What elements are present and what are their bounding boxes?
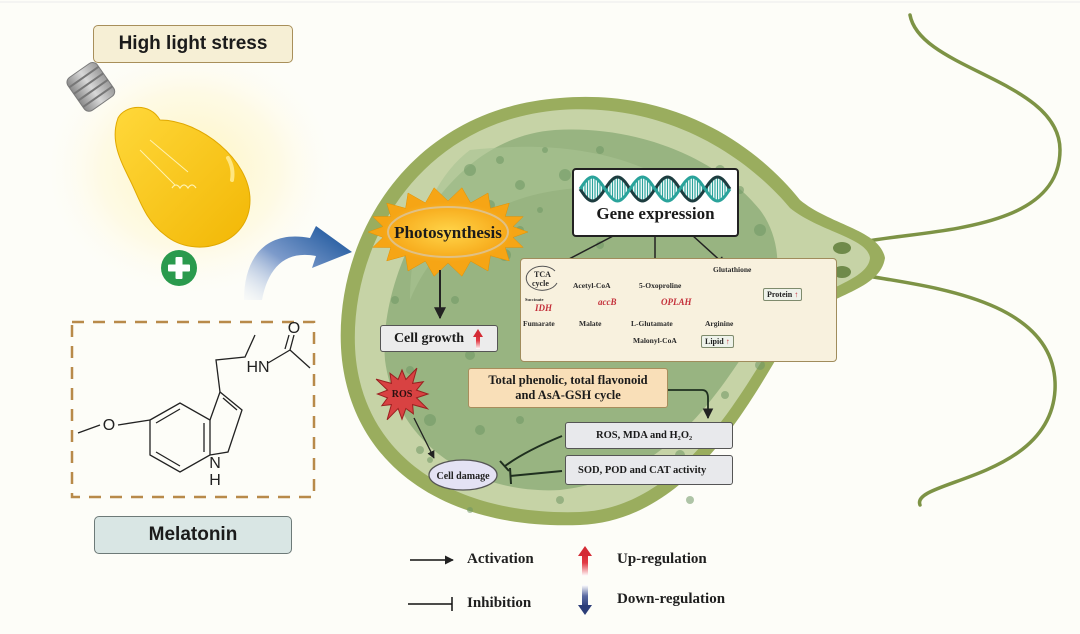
legend-down-regulation-label: Down-regulation — [617, 591, 726, 607]
arrow-ros-damage — [413, 417, 435, 459]
tca-label: TCA — [534, 270, 551, 279]
high-light-stress-label: High light stress — [93, 25, 293, 63]
granule — [516, 416, 524, 424]
acetyl-coa-label: Acetyl-CoA — [573, 281, 611, 290]
accb-gene-label: accB — [598, 297, 617, 307]
ros-mda-box: ROS, MDA and H₂O₂ — [565, 422, 733, 449]
cell-growth-label: Cell growth — [393, 330, 465, 346]
granule — [721, 391, 729, 399]
granule — [755, 360, 765, 370]
legend-activation-label: Activation — [467, 551, 534, 567]
cell-damage-label: Cell damage — [436, 471, 490, 482]
arginine-label: Arginine — [705, 319, 734, 328]
up-regulation-icon — [473, 328, 484, 349]
granule — [451, 296, 459, 304]
antioxidant-box: Total phenolic, total flavonoid and AsA-… — [468, 368, 668, 408]
inhibit-sod-damage — [509, 470, 563, 477]
ros-mda-label: ROS, MDA and H₂O₂ — [596, 430, 693, 441]
flagella — [846, 13, 1062, 507]
lipid-up-icon: ↑ — [725, 337, 730, 346]
succinate-label: Succinate — [525, 297, 544, 302]
oplah-gene-label: OPLAH — [661, 297, 692, 307]
atom-h-indole: H — [209, 472, 221, 489]
oxoproline-label: 5-Oxoproline — [639, 281, 682, 290]
treatment-arrow — [244, 226, 352, 300]
lipid-label: Lipid — [705, 337, 724, 346]
inhibit-bar — [499, 460, 510, 472]
dna-strand — [578, 175, 732, 203]
gene-expression-box: Gene expression — [572, 168, 739, 237]
ros-label: ROS — [392, 389, 413, 400]
granule — [596, 146, 604, 154]
granule — [427, 457, 433, 463]
protein-label: Protein — [767, 290, 793, 299]
photosynthesis-label: Photosynthesis — [394, 223, 502, 242]
granule — [475, 425, 485, 435]
protein-tag: Protein ↑ — [763, 288, 803, 301]
atom-n-indole: N — [209, 455, 221, 472]
granule — [556, 496, 564, 504]
antioxidant-line-1: Total phenolic, total flavonoid — [488, 373, 648, 387]
light-bulb-icon — [66, 62, 251, 248]
idh-gene-label: IDH — [535, 303, 553, 313]
granule — [424, 414, 436, 426]
granule — [515, 180, 525, 190]
sod-pod-label: SOD, POD and CAT activity — [578, 464, 707, 476]
ros-burst-icon — [375, 367, 430, 421]
photosynthesis-sun-icon — [367, 187, 529, 277]
atom-o-carbonyl: O — [288, 320, 300, 337]
melatonin-structure-frame — [70, 320, 316, 499]
cycle-label: cycle — [532, 279, 549, 288]
granule — [467, 507, 473, 513]
glutathione-label: Glutathione — [713, 265, 752, 274]
sod-pod-box: SOD, POD and CAT activity — [565, 455, 733, 485]
melatonin-label: Melatonin — [94, 516, 292, 554]
malate-label: Malate — [579, 319, 602, 328]
granule — [686, 496, 694, 504]
tca-cycle-icon — [525, 265, 558, 291]
granule — [754, 224, 766, 236]
granule — [542, 147, 548, 153]
metabolic-pathway-box: TCA cycle Succinate IDH Fumarate Acetyl-… — [520, 258, 837, 362]
gene-expression-label: Gene expression — [596, 204, 715, 223]
inhibit-ros-damage — [504, 435, 563, 467]
granule — [416, 446, 424, 454]
granule — [465, 350, 475, 360]
granule — [559, 169, 571, 181]
flagellum-base — [833, 242, 851, 254]
legend-down-arrow-icon — [578, 585, 592, 615]
atom-hn: HN — [246, 359, 269, 376]
granule — [391, 296, 399, 304]
fumarate-label: Fumarate — [523, 319, 555, 328]
granule — [537, 207, 543, 213]
cell-growth-box: Cell growth — [380, 325, 498, 352]
flagellum-base — [833, 266, 851, 278]
granule — [406, 366, 414, 374]
inhibit-bar — [509, 467, 512, 485]
legend-inhibition-label: Inhibition — [467, 595, 532, 611]
lipid-tag: Lipid ↑ — [701, 335, 734, 348]
atom-o-methoxy: O — [103, 417, 115, 434]
cell-damage-node — [428, 459, 498, 491]
granule — [496, 156, 504, 164]
malonyl-coa-label: Malonyl-CoA — [633, 336, 677, 345]
granule — [596, 241, 604, 249]
l-glutamate-label: L-Glutamate — [631, 319, 673, 328]
dna-helix-icon — [578, 175, 732, 203]
plus-icon — [161, 250, 197, 286]
antioxidant-line-2: and AsA-GSH cycle — [515, 388, 621, 402]
legend-up-arrow-icon — [578, 546, 592, 576]
legend-up-regulation-label: Up-regulation — [617, 551, 707, 567]
protein-up-icon: ↑ — [794, 290, 799, 299]
melatonin-structure — [77, 334, 311, 473]
arrow-antioxidant-ros — [668, 389, 714, 420]
granule — [464, 164, 476, 176]
